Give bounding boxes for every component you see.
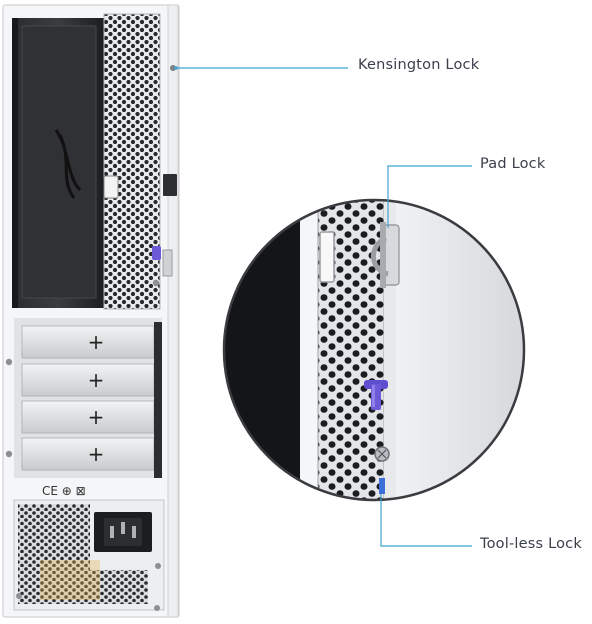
- drive-bay: [12, 18, 104, 308]
- slot-cover: +: [21, 437, 155, 471]
- plus-icon: +: [88, 330, 105, 354]
- slot-cover: +: [21, 363, 155, 397]
- kensington-lock-label: Kensington Lock: [358, 57, 480, 73]
- ce-mark-icon: CE ⊕ ⊠: [42, 484, 86, 498]
- upper-vent: [104, 14, 160, 309]
- power-supply: [13, 499, 165, 611]
- leader-lines: [174, 66, 472, 547]
- plus-icon: +: [88, 405, 105, 429]
- toolless-lock: [364, 380, 390, 494]
- padlock-loop: [371, 222, 400, 288]
- slot-cover: +: [21, 325, 155, 359]
- expansion-slots: + + + +: [5, 318, 162, 478]
- slot-cover: +: [21, 400, 155, 434]
- plus-icon: +: [88, 368, 105, 392]
- power-socket-icon: [94, 512, 152, 552]
- pc-chassis-rear: + + + + CE ⊕ ⊠: [2, 4, 180, 618]
- toolless-lock-label: Tool-less Lock: [480, 536, 582, 552]
- pad-lock-label: Pad Lock: [480, 156, 546, 172]
- kensington-slot: [170, 65, 176, 71]
- lock-detail-magnifier: [222, 198, 526, 502]
- plus-icon: +: [88, 442, 105, 466]
